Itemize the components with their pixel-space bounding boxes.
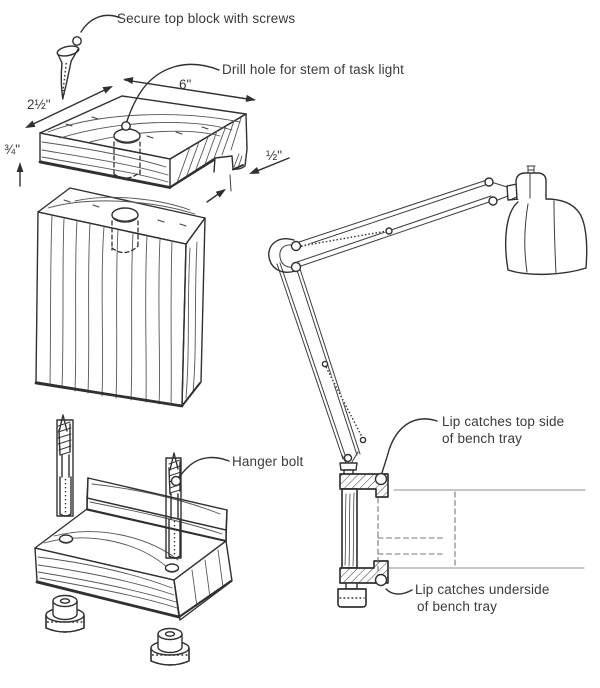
callout-leaders-lips (374, 418, 438, 595)
support-block (34, 187, 206, 408)
callout-lip-top-line1: Lip catches top side (442, 414, 564, 429)
callout-drill-hole: Drill hole for stem of task light (222, 62, 404, 77)
dimension-lines (16, 77, 290, 203)
callout-hanger-bolt: Hanger bolt (232, 454, 304, 469)
dimension-width-label: 2½" (27, 97, 51, 112)
wood-screw (56, 45, 80, 100)
figure-text: Secure top block with screws Drill hole … (4, 11, 564, 614)
knob-left (45, 594, 85, 633)
callout-secure-top-block: Secure top block with screws (117, 11, 295, 26)
spring-anchor-icon (385, 227, 393, 235)
top-block (38, 95, 248, 189)
callout-lip-bottom-line1: Lip catches underside (415, 582, 550, 597)
bench-tray-lines (377, 489, 586, 578)
task-light (268, 165, 588, 478)
dimension-thickness-label: ¾" (4, 142, 20, 157)
dimension-length-label: 6" (179, 77, 192, 92)
mount-bracket (337, 473, 389, 608)
base-block (34, 477, 233, 621)
callout-lip-top-line2: of bench tray (442, 431, 522, 446)
callout-leaders-top (72, 14, 220, 131)
hanger-bolt-left (56, 414, 74, 517)
callout-leader-hanger-bolt (170, 456, 230, 487)
callout-lip-bottom-line2: of bench tray (417, 599, 497, 614)
knob-right (150, 627, 190, 666)
hanger-bolt-right (165, 452, 182, 559)
dimension-lip-label: ½" (266, 148, 282, 163)
